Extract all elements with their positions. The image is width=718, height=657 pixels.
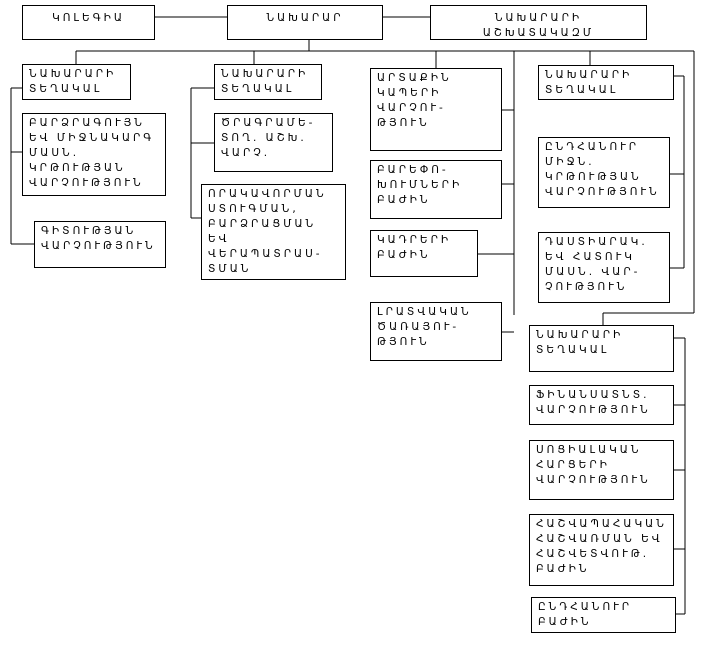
general-division-box: ԸՆԴՀԱՆՈՒՐ ԲԱԺԻՆ — [531, 597, 676, 633]
collegium-box: ԿՈԼԵԳԻԱ — [22, 5, 155, 40]
information-service-box: ԼՐԱՏՎԱԿԱՆ ԾԱՌԱՅՈՒ- ԹՅՈՒՆ — [370, 302, 502, 361]
program-methodology-department-box: ԾՐԱԳՐԱՄԵ- ՏՈՂ. ԱՇԽ. ՎԱՐՉ. — [214, 113, 333, 172]
finance-department-box: ՖԻՆԱՆՍԱՏՆՏ. ՎԱՐՉՈՒԹՅՈՒՆ — [529, 385, 674, 425]
deputy-minister-box-2: ՆԱԽԱՐԱՐԻ ՏԵՂԱԿԱԼ — [214, 64, 322, 100]
minister-staff-box: ՆԱԽԱՐԱՐԻ ԱՇԽԱՏԱԿԱԶՄ — [430, 5, 647, 40]
social-affairs-department-box: ՍՈՑԻԱԼԱԿԱՆ ՀԱՐՑԵՐԻ ՎԱՐՉՈՒԹՅՈՒՆ — [529, 440, 674, 500]
foreign-relations-department-box: ԱՐՏԱՔԻՆ ԿԱՊԵՐԻ ՎԱՐՉՈՒ- ԹՅՈՒՆ — [370, 68, 502, 151]
science-department-box: ԳԻՏՈՒԹՅԱՆ ՎԱՐՉՈՒԹՅՈՒՆ — [34, 221, 166, 268]
upbringing-special-education-box: ԴԱՍՏԻԱՐԱԿ. ԵՎ ՀԱՏՈՒԿ ՄԱՍՆ. ՎԱՐ- ՉՈՒԹՅՈՒՆ — [538, 232, 670, 303]
qualification-department-box: ՈՐԱԿԱՎՈՐՄԱՆ ՍՏՈՒԳՄԱՆ, ԲԱՐՁՐԱՑՄԱՆ ԵՎ ՎԵՐԱ… — [201, 184, 346, 280]
deputy-minister-box-4: ՆԱԽԱՐԱՐԻ ՏԵՂԱԿԱԼ — [529, 325, 674, 372]
accounting-division-box: ՀԱՇՎԱՊԱՀԱԿԱՆ ՀԱՇՎԱՌՄԱՆ ԵՎ ՀԱՇՎԵՏՎՈՒԹ. ԲԱ… — [529, 514, 674, 586]
deputy-minister-box-1: ՆԱԽԱՐԱՐԻ ՏԵՂԱԿԱԼ — [22, 64, 131, 100]
higher-education-department-box: ԲԱՐՁՐԱԳՈՒՅՆ ԵՎ ՄԻՋՆԱԿԱՐԳ ՄԱՍՆ. ԿՐԹՈՒԹՅԱՆ… — [22, 113, 166, 196]
personnel-division-box: ԿԱԴՐԵՐԻ ԲԱԺԻՆ — [370, 230, 478, 277]
general-education-department-box: ԸՆԴՀԱՆՈՒՐ ՄԻՋՆ. ԿՐԹՈՒԹՅԱՆ ՎԱՐՉՈՒԹՅՈՒՆ — [538, 137, 670, 208]
deputy-minister-box-3: ՆԱԽԱՐԱՐԻ ՏԵՂԱԿԱԼ — [538, 65, 674, 100]
minister-box: ՆԱԽԱՐԱՐ — [227, 5, 383, 40]
reforms-division-box: ԲԱՐԵՓՈ- ԽՈՒՄՆԵՐԻ ԲԱԺԻՆ — [370, 160, 502, 219]
